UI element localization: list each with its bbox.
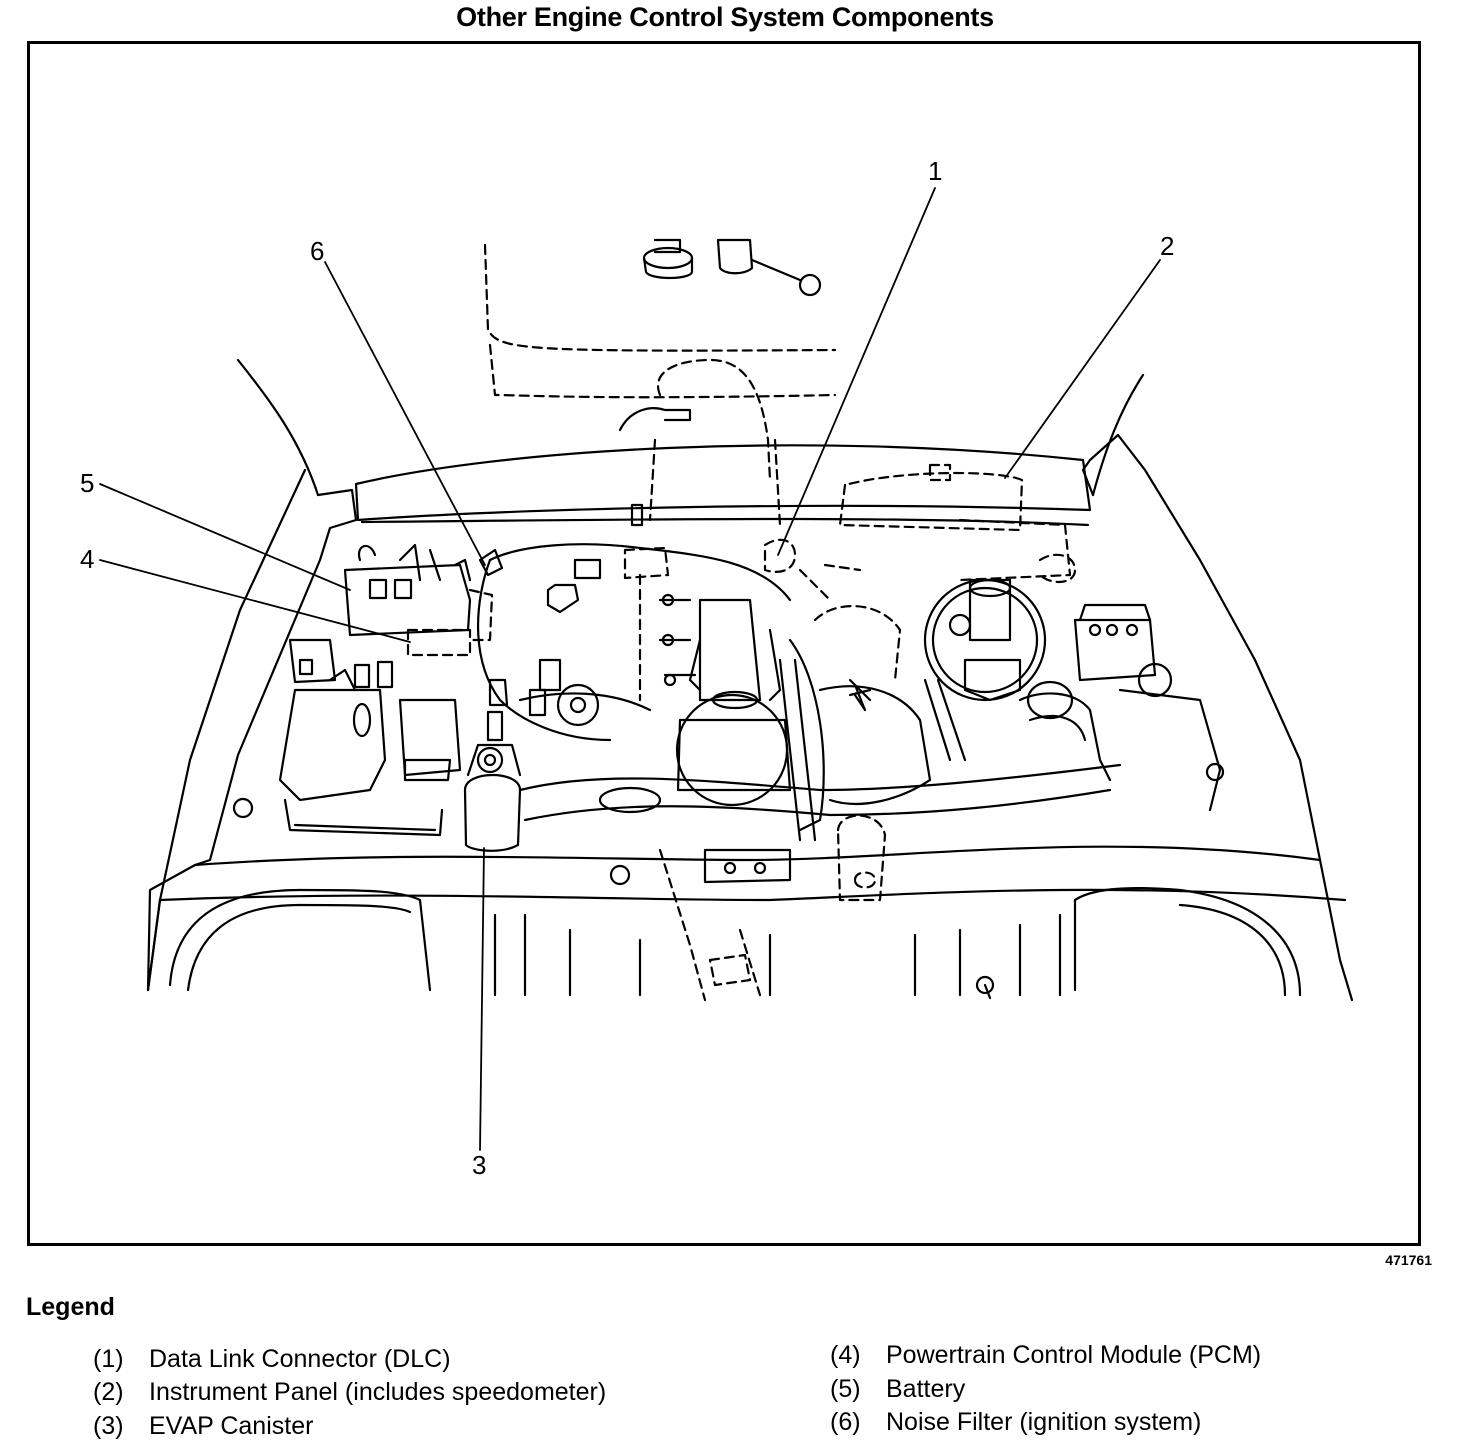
- vehicle-body-outline: [146, 358, 1354, 1002]
- legend-item-1: (1) Data Link Connector (DLC): [93, 1345, 451, 1374]
- callout-6: 6: [310, 236, 325, 266]
- leader-line-2: [1004, 259, 1161, 479]
- legend-item-6: (6) Noise Filter (ignition system): [830, 1408, 1201, 1437]
- legend-item-label: Data Link Connector (DLC): [149, 1345, 451, 1373]
- legend-item-label: Noise Filter (ignition system): [886, 1408, 1202, 1436]
- callout-4: 4: [80, 544, 95, 574]
- legend-item-label: Instrument Panel (includes speedometer): [149, 1378, 607, 1406]
- legend-item-label: Battery: [886, 1375, 966, 1403]
- legend-item-number: (1): [93, 1345, 124, 1373]
- leader-line-1: [777, 187, 936, 556]
- legend-item-4: (4) Powertrain Control Module (PCM): [830, 1341, 1261, 1370]
- engine-details: [232, 238, 1225, 1000]
- callout-5: 5: [80, 468, 95, 498]
- callout-3: 3: [472, 1150, 487, 1180]
- figure-id: 471761: [1385, 1252, 1432, 1268]
- callout-2: 2: [1160, 231, 1175, 261]
- callout-leader-lines: [99, 187, 1161, 1151]
- legend-title: Legend: [26, 1293, 115, 1321]
- hidden-components-dashed: [406, 243, 1077, 1002]
- legend-item-number: (3): [93, 1412, 124, 1440]
- leader-line-3: [479, 847, 485, 1151]
- leader-line-6: [324, 261, 486, 566]
- legend-item-number: (5): [830, 1375, 861, 1403]
- page-title: Other Engine Control System Components: [456, 2, 994, 32]
- legend-item-5: (5) Battery: [830, 1375, 965, 1404]
- callout-1: 1: [928, 156, 943, 186]
- legend-item-number: (4): [830, 1341, 861, 1369]
- legend-item-2: (2) Instrument Panel (includes speedomete…: [93, 1378, 606, 1407]
- legend-item-3: (3) EVAP Canister: [93, 1412, 313, 1441]
- legend-item-number: (6): [830, 1408, 861, 1436]
- leader-line-5: [99, 483, 351, 591]
- legend-item-number: (2): [93, 1378, 124, 1406]
- legend-item-label: Powertrain Control Module (PCM): [886, 1341, 1262, 1369]
- legend-item-label: EVAP Canister: [149, 1412, 314, 1440]
- leader-line-4: [99, 559, 411, 643]
- diagram-frame: [27, 41, 1421, 1246]
